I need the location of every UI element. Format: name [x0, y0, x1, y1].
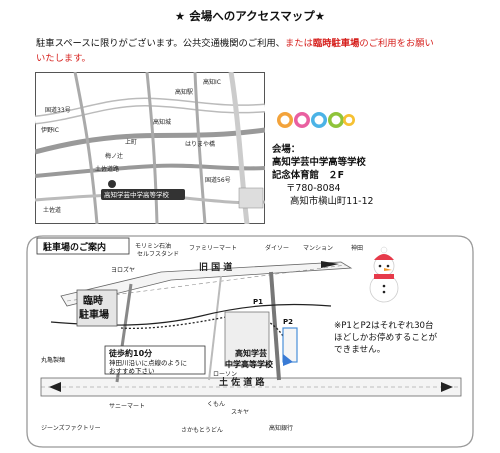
- label-self: セルフスタンド: [137, 250, 179, 258]
- label-ino-ic: 伊野IC: [41, 126, 59, 134]
- label-jeans: ジーンズファクトリー: [41, 424, 101, 432]
- parking-map: 駐車場のご案内 旧 国 道 土 佐 道 路 臨時 駐車場 徒歩約10分 神田川沿…: [26, 235, 474, 448]
- label-marukame: 丸亀製麺: [41, 356, 65, 364]
- snowman-icon: [369, 246, 399, 303]
- label-harimaya: はりまや橋: [185, 140, 215, 148]
- parking-heading: 駐車場のご案内: [43, 241, 106, 253]
- label-umenotsuji: 梅ノ辻: [105, 152, 123, 160]
- school-label1: 高知学芸: [235, 348, 267, 358]
- label-moriminsekiyu: モリミン石油: [135, 242, 171, 250]
- walk-line1: 神田川沿いに点線のように: [109, 358, 187, 367]
- intro-line1d: のご利用をお願い: [359, 38, 434, 49]
- label-sukiya: スキヤ: [231, 409, 249, 416]
- intro-line2: いたします。: [36, 53, 91, 64]
- label-tosa-road-main: 土 佐 道 路: [219, 376, 265, 388]
- school-label2: 中学高等学校: [225, 359, 274, 369]
- label-kochi-station: 高知駅: [175, 88, 193, 96]
- label-sunny: サニーマート: [109, 403, 145, 410]
- label-route33: 国道33号: [45, 106, 71, 114]
- note-line2: ほどしかお停めすることが: [334, 333, 438, 343]
- label-lawson: ローソン: [213, 371, 237, 378]
- arrow-east-icon: [321, 261, 339, 268]
- page-title: ★ 会場へのアクセスマップ★: [174, 9, 326, 23]
- label-kanda: 神田: [351, 244, 363, 252]
- label-old-road: 旧 国 道: [199, 261, 232, 273]
- label-castle: 高知城: [153, 118, 171, 126]
- p2-arrow-icon: [283, 354, 293, 366]
- intro-line1a: 駐車スペースに限りがございます。公共交通機関のご利用、: [36, 38, 285, 49]
- intro-text: 駐車スペースに限りがございます。公共交通機関のご利用、または臨時駐車場のご利用を…: [36, 36, 476, 66]
- parking-note: ※P1とP2はそれぞれ30台 ほどしかお停めすることが できません。: [334, 320, 474, 356]
- p1-label: P1: [253, 298, 263, 306]
- label-route56: 国道56号: [205, 176, 231, 184]
- note-line3: できません。: [334, 345, 386, 355]
- arrow-west-icon: [49, 382, 61, 392]
- label-tosa-road: 土佐道路: [95, 165, 119, 173]
- walk-title: 徒歩約10分: [108, 348, 152, 358]
- label-kamimachi: 上町: [125, 138, 137, 146]
- label-yorozuya: ヨロズヤ: [111, 266, 135, 274]
- school-pin-label: 高知学芸中学高等学校: [104, 190, 170, 199]
- arrow-east2-icon: [441, 382, 453, 392]
- label-saka: さかもとうどん: [181, 426, 223, 434]
- mascot-faces-icon: [277, 112, 355, 128]
- venue-address: 高知市槇山町11-12: [290, 196, 374, 207]
- venue-label: 会場：: [272, 144, 301, 155]
- venue-name1: 高知学芸中学高等学校: [272, 157, 366, 168]
- intro-line1b: または: [284, 38, 313, 49]
- p2-label: P2: [283, 318, 293, 326]
- label-sakura: 土佐道: [43, 206, 61, 214]
- venue-postal: 〒780-8084: [286, 183, 341, 194]
- venue-name2: 記念体育館 ２F: [272, 170, 345, 181]
- label-kochi-ic: 高知IC: [203, 78, 221, 86]
- walk-line2: おすすめ下さい: [109, 367, 155, 375]
- label-daiso: ダイソー: [265, 244, 289, 252]
- label-familymart: ファミリーマート: [189, 245, 237, 252]
- note-line1: ※P1とP2はそれぞれ30台: [334, 321, 434, 331]
- temp-parking-label2: 駐車場: [79, 308, 109, 321]
- label-mansion: マンション: [303, 245, 333, 252]
- label-kumon: くもん: [207, 401, 225, 408]
- label-kochi-bank: 高知銀行: [269, 424, 293, 432]
- area-map: 高知学芸中学高等学校 高知駅 はりまや橋 高知城 高知IC 伊野IC 梅ノ辻 土…: [35, 72, 265, 224]
- temp-parking-label1: 臨時: [83, 294, 103, 307]
- intro-temp-parking: 臨時駐車場: [312, 38, 360, 49]
- venue-info: 会場： 高知学芸中学高等学校 記念体育館 ２F 〒780-8084 高知市槇山町…: [272, 143, 374, 208]
